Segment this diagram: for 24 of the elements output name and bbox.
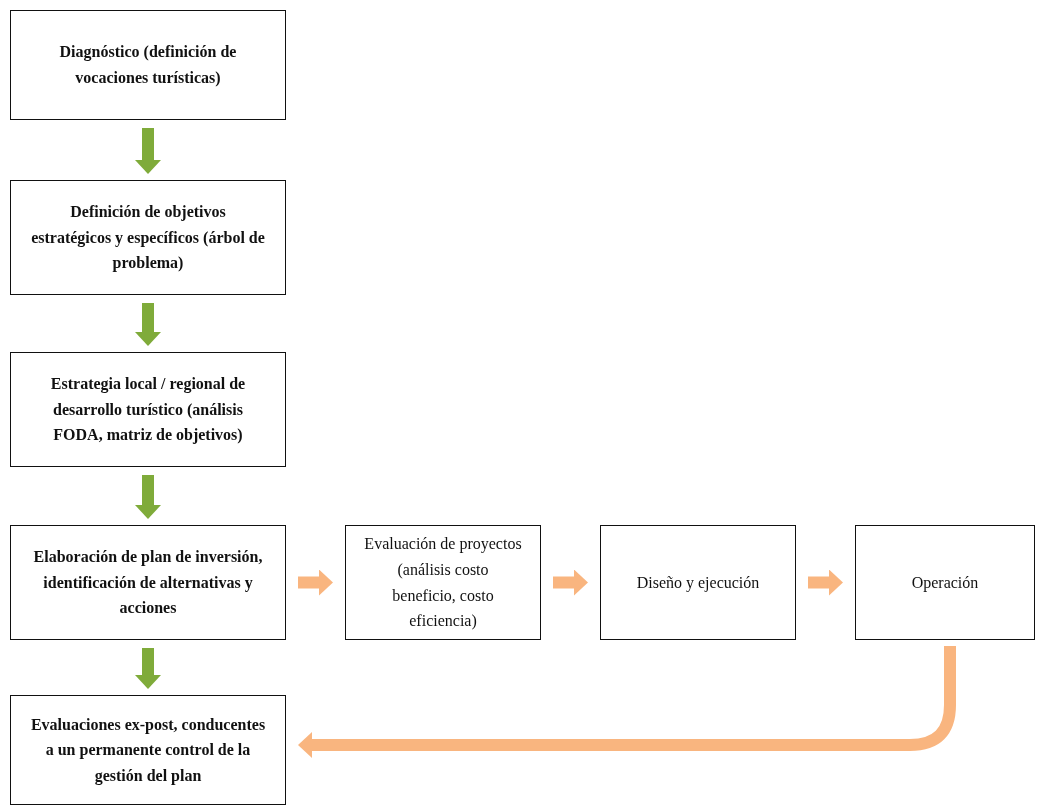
box-label: Diseño y ejecución	[636, 572, 760, 594]
box-label: Evaluación de proyectos (análisis costo beneficio, costo eficiencia)	[364, 534, 522, 632]
block-arrow	[135, 303, 161, 346]
block-arrow	[135, 648, 161, 689]
box-label: Diagnóstico (definición de vocaciones turísticas)	[58, 42, 238, 88]
process-box	[10, 10, 286, 120]
box-label: Evaluaciones ex-post, conducentes a un permanente control de la gestión del plan	[29, 714, 267, 787]
block-arrow	[298, 569, 333, 596]
box-label: Operación	[911, 572, 979, 594]
box-label: Elaboración de plan de inversión, identificación de alternativas y acciones	[32, 547, 264, 619]
process-box	[10, 180, 286, 295]
block-arrow	[553, 569, 588, 596]
process-box	[10, 695, 286, 805]
process-box	[10, 525, 286, 640]
process-box	[345, 525, 541, 640]
block-arrow	[298, 646, 956, 758]
block-arrow	[135, 128, 161, 174]
block-arrow	[808, 569, 843, 596]
process-box	[855, 525, 1035, 640]
process-box	[600, 525, 796, 640]
box-label: Definición de objetivos estratégicos y específicos (árbol de problema)	[30, 202, 266, 274]
process-box	[10, 352, 286, 467]
block-arrow	[135, 475, 161, 519]
box-label: Estrategia local / regional de desarrollo turístico (análisis FODA, matriz de objetivos)	[49, 374, 247, 446]
